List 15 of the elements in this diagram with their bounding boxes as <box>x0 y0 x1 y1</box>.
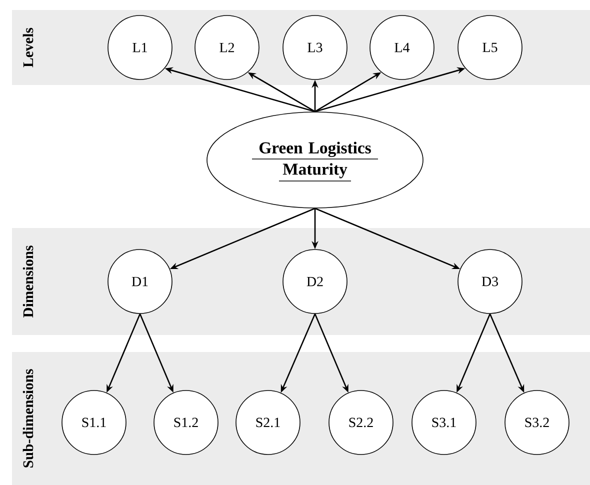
ellipse-node: Green Logistics Maturity <box>206 112 424 208</box>
circle-node: L4 <box>370 15 434 80</box>
circle-node: S2.2 <box>328 390 394 455</box>
circle-node: S3.1 <box>412 390 476 455</box>
circle-node: L5 <box>458 15 522 80</box>
circle-node: D1 <box>108 249 172 314</box>
circle-node: S2.1 <box>236 390 300 455</box>
circle-node: S3.2 <box>504 390 570 455</box>
circle-node: D2 <box>282 249 348 314</box>
circle-node: S1.1 <box>62 390 126 455</box>
circle-node: S1.2 <box>154 390 218 455</box>
circle-node: L3 <box>282 15 348 80</box>
circle-node: D3 <box>458 249 522 314</box>
circle-node: L1 <box>108 15 172 80</box>
circle-node: L2 <box>194 15 260 80</box>
